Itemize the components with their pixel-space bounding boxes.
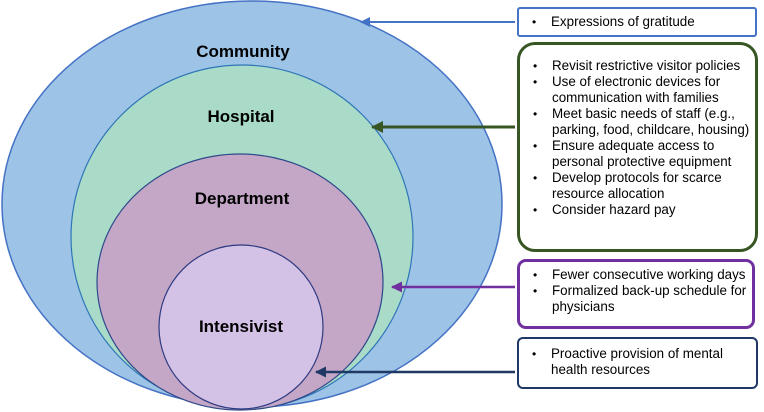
department-interventions-box: Fewer consecutive working days Formalize… — [517, 259, 755, 329]
list-item: Revisit restrictive visitor policies — [530, 58, 751, 74]
hospital-interventions-list: Revisit restrictive visitor policies Use… — [530, 58, 751, 218]
community-interventions-box: Expressions of gratitude — [517, 7, 757, 37]
intensivist-interventions-list: Proactive provision of mental health res… — [529, 346, 752, 378]
community-interventions-list: Expressions of gratitude — [529, 14, 749, 30]
list-item: Proactive provision of mental health res… — [529, 346, 752, 378]
list-item: Ensure adequate access to personal prote… — [530, 138, 751, 170]
community-label: Community — [196, 42, 290, 61]
list-item: Fewer consecutive working days — [530, 267, 748, 283]
list-item: Meet basic needs of staff (e.g., parking… — [530, 106, 751, 138]
list-item: Develop protocols for scarce resource al… — [530, 170, 751, 202]
intensivist-circle — [158, 244, 324, 410]
hospital-interventions-box: Revisit restrictive visitor policies Use… — [517, 42, 758, 252]
department-interventions-list: Fewer consecutive working days Formalize… — [530, 267, 748, 315]
list-item: Expressions of gratitude — [529, 14, 749, 30]
list-item: Formalized back-up schedule for physicia… — [530, 283, 748, 315]
intensivist-interventions-box: Proactive provision of mental health res… — [517, 337, 758, 389]
list-item: Use of electronic devices for communicat… — [530, 74, 751, 106]
list-item: Consider hazard pay — [530, 202, 751, 218]
hospital-label: Hospital — [207, 107, 274, 126]
intensivist-label: Intensivist — [199, 317, 283, 336]
department-label: Department — [195, 189, 290, 208]
